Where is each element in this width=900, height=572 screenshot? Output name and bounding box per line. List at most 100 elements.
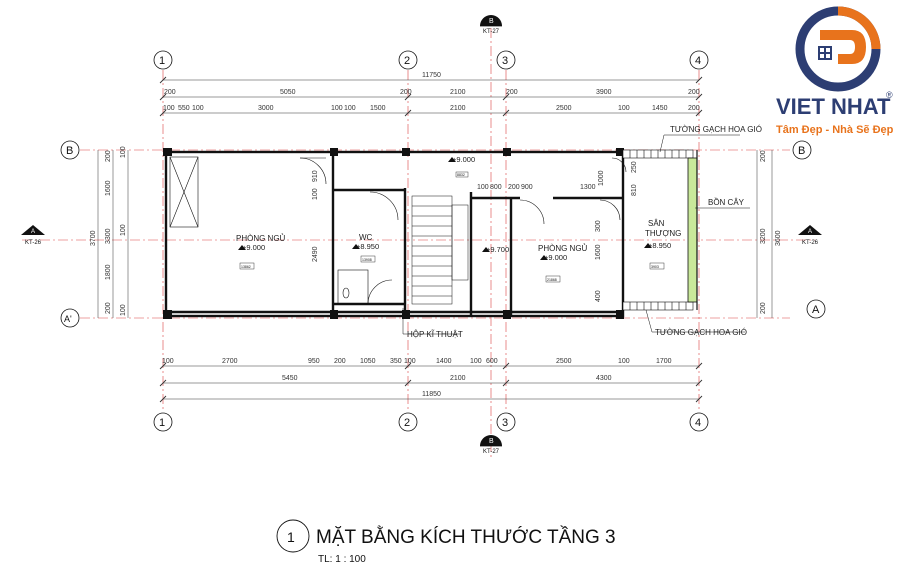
note-planter: BỒN CÂY bbox=[708, 197, 745, 207]
room-bedroom-2-name: PHÒNG NGỦ bbox=[538, 244, 588, 253]
drawing-title: MẶT BẰNG KÍCH THƯỚC TẦNG 3 bbox=[316, 526, 616, 548]
dim-bot-6: 350 bbox=[390, 358, 402, 365]
dim-left-4: 1800 bbox=[105, 264, 112, 280]
dim-top-mid-5: 200 bbox=[506, 89, 518, 96]
room-bedroom-2-tag-box bbox=[545, 275, 561, 283]
room-wc-level: +8.950 bbox=[356, 242, 379, 251]
dim-top-inner-10: 100 bbox=[618, 105, 630, 112]
drawing-scale: TL: 1 : 100 bbox=[318, 554, 366, 565]
dim-top-inner-3: 100 bbox=[192, 105, 204, 112]
planter-box bbox=[687, 157, 698, 303]
wall-columns bbox=[163, 148, 624, 319]
section-top-letter: B bbox=[489, 18, 494, 25]
level-markers bbox=[238, 157, 652, 260]
dim-bot-3: 950 bbox=[308, 358, 320, 365]
room-wc-name: WC bbox=[359, 233, 373, 242]
room-bedroom-2-tag: 21868 bbox=[547, 278, 557, 282]
dim-top-inner-7: 1500 bbox=[370, 105, 386, 112]
dim-bot-4: 200 bbox=[334, 358, 346, 365]
stair-level: +9.700 bbox=[486, 245, 509, 254]
room-terrace-name: SÂN bbox=[648, 219, 665, 228]
dim-right-total: 3600 bbox=[775, 230, 782, 246]
wc-fixtures bbox=[337, 269, 369, 305]
dim-bot-mid-2: 2100 bbox=[450, 375, 466, 382]
room-terrace-level: +8.950 bbox=[648, 241, 671, 250]
room-wc-tag-box bbox=[360, 255, 376, 263]
dim-left-2: 1600 bbox=[105, 180, 112, 196]
section-left-letter: A bbox=[31, 229, 35, 235]
room-bedroom-1-name: PHÒNG NGỦ bbox=[236, 234, 286, 243]
dim-int-2: 100 bbox=[312, 188, 319, 200]
section-marker-left bbox=[21, 225, 45, 235]
section-bottom-letter: B bbox=[489, 438, 494, 445]
dim-left-1: 200 bbox=[105, 150, 112, 162]
dim-top-inner-2: 550 bbox=[178, 105, 190, 112]
dim-top-mid-4: 2100 bbox=[450, 89, 466, 96]
stair bbox=[411, 195, 469, 305]
dim-bot-1: 100 bbox=[162, 358, 174, 365]
dim-top-mid-7: 200 bbox=[688, 89, 700, 96]
brand-slogan: Tâm Đẹp - Nhà Sẽ Đẹp bbox=[776, 124, 894, 136]
drawing-number: 1 bbox=[287, 529, 295, 545]
annotation-leaders bbox=[402, 134, 750, 335]
grid-label-b-left: B bbox=[66, 145, 73, 157]
dim-right-3: 200 bbox=[760, 302, 767, 314]
grid-bubbles-bottom bbox=[153, 412, 709, 432]
lattice-wall-top bbox=[622, 149, 694, 159]
dim-left-inner-1: 100 bbox=[120, 146, 127, 158]
dim-bot-10: 600 bbox=[486, 358, 498, 365]
dim-left-5: 200 bbox=[105, 302, 112, 314]
dim-bot-13: 1700 bbox=[656, 358, 672, 365]
dim-int-5: 800 bbox=[490, 184, 502, 191]
grid-label-2-top: 2 bbox=[404, 55, 410, 67]
doors bbox=[299, 157, 627, 305]
dim-bot-5: 1050 bbox=[360, 358, 376, 365]
grid-label-b-right: B bbox=[798, 145, 805, 157]
dim-bot-2: 2700 bbox=[222, 358, 238, 365]
section-bottom-ref: KT-27 bbox=[483, 449, 500, 455]
grid-label-a-prime-left: A' bbox=[64, 314, 72, 324]
dim-right-2: 3200 bbox=[760, 228, 767, 244]
corridor-tag: 8832 bbox=[457, 173, 465, 177]
dim-bot-7: 100 bbox=[404, 358, 416, 365]
dim-top-inner-9: 2500 bbox=[556, 105, 572, 112]
room-terrace-tag: 3903 bbox=[651, 265, 659, 269]
dim-int-4: 100 bbox=[477, 184, 489, 191]
room-terrace-name-2: THƯỢNG bbox=[645, 229, 681, 238]
dim-int-6: 200 bbox=[508, 184, 520, 191]
dim-top-total: 11750 bbox=[422, 72, 441, 79]
dim-int-12: 300 bbox=[595, 220, 602, 232]
dim-int-3: 2490 bbox=[312, 246, 319, 262]
room-bedroom-1-tag: 13862 bbox=[241, 265, 251, 269]
grid-label-2-bottom: 2 bbox=[404, 417, 410, 429]
dim-int-13: 1600 bbox=[595, 244, 602, 260]
brand-name: VIET NHAT bbox=[776, 94, 891, 119]
room-wc-tag: 13908 bbox=[362, 258, 372, 262]
section-marker-bottom bbox=[480, 435, 502, 447]
dim-int-9: 1000 bbox=[598, 170, 605, 186]
dim-bot-8: 1400 bbox=[436, 358, 452, 365]
dim-bot-11: 2500 bbox=[556, 358, 572, 365]
dim-top-inner-11: 1450 bbox=[652, 105, 668, 112]
section-left-ref: KT-26 bbox=[25, 240, 42, 246]
dimension-ticks bbox=[159, 76, 703, 403]
right-dimension-texts: 3600 200 3200 200 bbox=[760, 150, 782, 314]
dim-int-1: 910 bbox=[312, 170, 319, 182]
registered-mark: ® bbox=[886, 90, 893, 100]
dim-left-inner-2: 100 bbox=[120, 224, 127, 236]
walls bbox=[164, 150, 625, 318]
dim-int-14: 400 bbox=[595, 290, 602, 302]
section-right-letter: A bbox=[808, 229, 812, 235]
corridor-level: +9.000 bbox=[452, 155, 475, 164]
section-marker-top bbox=[480, 15, 502, 27]
dim-top-mid-1: 200 bbox=[164, 89, 176, 96]
grid-label-a-right: A bbox=[812, 304, 820, 316]
room-bedroom-1-level: +9.000 bbox=[242, 243, 265, 252]
dim-top-inner-1: 100 bbox=[163, 105, 175, 112]
dim-int-7: 900 bbox=[521, 184, 533, 191]
dim-top-inner-4: 3000 bbox=[258, 105, 274, 112]
brand-logo bbox=[795, 6, 881, 92]
grid-label-4-top: 4 bbox=[695, 55, 701, 67]
dim-bot-9: 100 bbox=[470, 358, 482, 365]
